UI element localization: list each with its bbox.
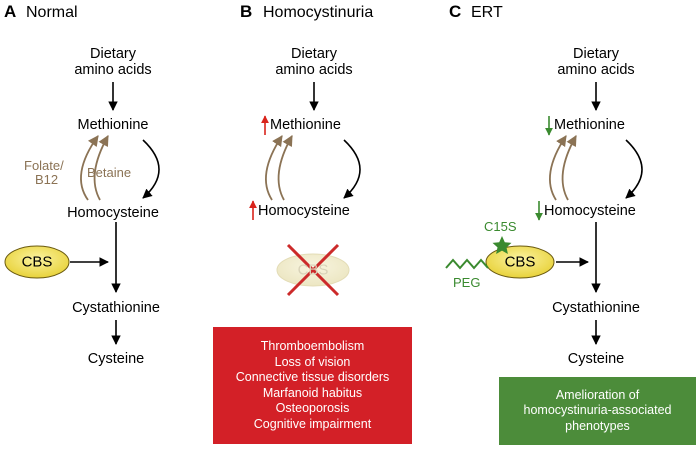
panel-c-letter: C (449, 2, 462, 21)
arrow-remethylation-2 (561, 135, 577, 201)
arrow-remethylation-1 (265, 135, 283, 201)
outcome-line: Amelioration of (555, 387, 640, 402)
panel-b-cbs-faded-label: CBS (297, 261, 329, 279)
panel-a-dietary-line2: amino acids (74, 62, 152, 78)
phenotype-item: Marfanoid habitus (262, 385, 363, 400)
phenotype-item: Cognitive impairment (253, 416, 372, 431)
c15s-star-icon (492, 236, 512, 254)
arrow-methionine-to-homocysteine (142, 139, 160, 199)
arrow-remethylation-folate (80, 135, 99, 201)
panel-b-methionine: Methionine (270, 117, 341, 133)
panel-c-homocysteine: Homocysteine (544, 203, 636, 219)
panel-a-homocysteine: Homocysteine (67, 205, 159, 221)
panel-a-title: Normal (26, 4, 78, 21)
phenotype-box: Thromboembolism Loss of vision Connectiv… (213, 327, 412, 444)
panel-b-dietary-line1: Dietary (291, 46, 337, 62)
panel-c-cystathionine: Cystathionine (552, 300, 640, 316)
peg-chain-icon (445, 258, 489, 270)
outcome-line: homocystinuria-associated (523, 403, 672, 418)
panel-c-cbs-label: CBS (504, 253, 536, 271)
panel-c-title: ERT (471, 4, 503, 21)
outcome-box: Amelioration of homocystinuria-associate… (499, 377, 696, 445)
panel-a-folate-label: Folate/ (24, 158, 64, 173)
phenotype-item: Loss of vision (274, 354, 351, 369)
panel-c-c15s-label: C15S (484, 219, 517, 234)
panel-a-cbs-label: CBS (21, 253, 53, 271)
arrow-methionine-to-homocysteine (625, 139, 643, 199)
panel-b-letter: B (240, 2, 253, 21)
panel-c-dietary-line2: amino acids (557, 62, 635, 78)
panel-b-title: Homocystinuria (263, 4, 374, 21)
panel-a-b12-label: B12 (35, 172, 59, 187)
phenotype-item: Osteoporosis (275, 401, 350, 415)
phenotype-item: Connective tissue disorders (235, 370, 390, 384)
panel-c-cysteine: Cysteine (567, 351, 625, 367)
panel-c-peg-label: PEG (453, 275, 481, 290)
arrow-remethylation-2 (277, 135, 293, 201)
panel-b-graphics (249, 82, 361, 297)
panel-a-cysteine: Cysteine (87, 351, 145, 367)
cbs-enzyme-ellipse (4, 245, 70, 279)
arrow-remethylation-betaine (93, 135, 109, 201)
cbs-enzyme-ellipse (485, 245, 555, 279)
panel-a-dietary-line1: Dietary (90, 46, 136, 62)
outcome-line: phenotypes (565, 418, 630, 433)
panel-c-graphics (445, 82, 643, 345)
cross-stroke-2 (286, 243, 340, 297)
panel-a-graphics (4, 82, 160, 345)
phenotype-item: Thromboembolism (260, 339, 365, 353)
arrow-methionine-to-homocysteine (343, 139, 361, 199)
panel-a-methionine: Methionine (77, 117, 149, 133)
panel-b-dietary-line2: amino acids (275, 62, 353, 78)
panel-a-betaine-label: Betaine (87, 165, 132, 180)
panel-a-letter: A (4, 2, 17, 21)
panel-a-cystathionine: Cystathionine (72, 300, 160, 316)
panel-c-dietary-line1: Dietary (573, 46, 619, 62)
panel-c-methionine: Methionine (554, 117, 625, 133)
panel-b-homocysteine: Homocysteine (258, 203, 350, 219)
arrow-remethylation-1 (549, 135, 567, 201)
